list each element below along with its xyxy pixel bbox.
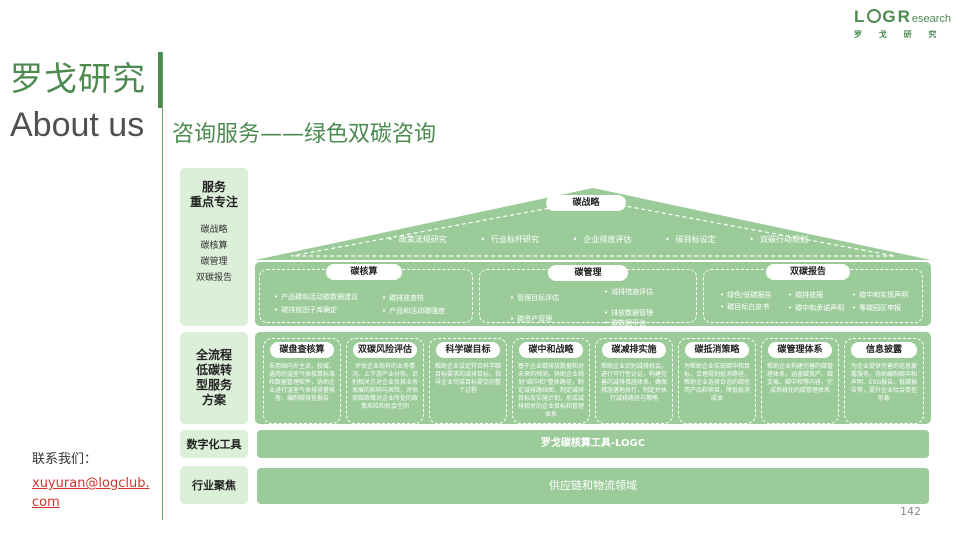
solution-desc: 基于企业碳排放数据和对未来的预测，协助企业规划"碳中和"整体路径，制定减排路线图…	[518, 363, 585, 418]
logo-subtitle: 罗 戈 研 究	[854, 30, 937, 39]
focus-item: 碳核算	[200, 241, 228, 251]
solution-column: 碳减排实施 帮助企业识别减排机会，进行可行性论证，构建完善的减排措施体系，确保措…	[595, 338, 673, 424]
solution-column: 碳管理体系 帮助企业构建完善的碳管理体系，涵盖碳资产、碳交易、碳中和等内容，完成…	[761, 338, 839, 424]
module-management-item: 碳数据平台	[604, 318, 646, 328]
module-accounting-item: 碳排放查核	[382, 293, 424, 303]
module-management-item: 管理目标评估	[510, 293, 559, 303]
solution-label: 碳抵消策略	[685, 342, 749, 358]
solution-desc: 帮助企业构建完善的碳管理体系，涵盖碳资产、碳交易、碳中和等内容，完成系统化的碳管…	[767, 363, 834, 394]
sidebar-digital: 数字化工具	[180, 430, 248, 458]
module-report-label: 双碳报告	[766, 264, 850, 280]
module-accounting-item: 产品和活动碳强度	[382, 306, 445, 316]
sidebar-industry-title: 行业聚焦	[192, 478, 236, 492]
solution-label: 碳管理体系	[768, 342, 832, 358]
sidebar-focus-items: 碳战略 碳核算 碳管理 双碳报告	[196, 222, 232, 286]
module-report-item: 碳中和实现声明	[852, 290, 908, 300]
solution-label: 双碳风险评估	[353, 342, 417, 358]
module-management-item: 排放数据管理	[604, 308, 653, 318]
module-management-item: 减排措施评估	[604, 287, 653, 297]
module-report-item: 绿色/低碳报告	[720, 290, 771, 300]
module-report-item: 碳目标白皮书	[720, 302, 769, 312]
solution-desc: 为帮助企业实现碳中和目标，合理规划抵消路径，帮助企业选择合适的碳信用产品和项目，…	[684, 363, 751, 402]
module-accounting-label: 碳核算	[326, 264, 402, 280]
solution-label: 信息披露	[851, 342, 917, 358]
solution-desc: 采用国内外主流、权威、通用的温室气体核算标准和数据管理软件，协助企业进行温室气体…	[269, 363, 336, 402]
industry-focus-bar: 供应链和物流领域	[257, 468, 929, 504]
globe-icon	[867, 9, 882, 23]
sidebar-industry: 行业聚焦	[180, 466, 248, 504]
roof-item: 企业排放评估	[573, 234, 631, 245]
focus-item: 双碳报告	[195, 273, 232, 283]
roof-item: 行业标杆研究	[480, 234, 539, 245]
solution-column: 科学碳目标 帮助企业设定符合科学碳目标要求的减排目标，指导企业完成目标提交的整个…	[429, 338, 507, 424]
sidebar-process-title: 全流程 低碳转 型服务 方案	[195, 348, 232, 407]
module-report-item: 零碳园区申报	[852, 303, 901, 313]
solution-column: 碳抵消策略 为帮助企业实现碳中和目标，合理规划抵消路径，帮助企业选择合适的碳信用…	[678, 338, 756, 424]
sidebar-digital-title: 数字化工具	[186, 437, 242, 451]
contact-email-link[interactable]: xuyuran@logclub.com	[32, 476, 150, 510]
solution-label: 碳减排实施	[602, 342, 666, 358]
solution-column: 双碳风险评估 评估企业现有的业务情况、上下游产业分布，识别相关方对企业及其业务发…	[346, 338, 424, 424]
focus-item: 碳战略	[200, 225, 228, 235]
roof-item: 双碳行动规划	[749, 234, 808, 245]
solution-label: 碳盘查核算	[270, 342, 334, 358]
roof-item: 碳目标设定	[665, 234, 716, 245]
title-accent-bar	[158, 52, 162, 108]
roof-items: 政策法规研究 行业标杆研究 企业排放评估 碳目标设定 双碳行动规划	[388, 234, 808, 245]
solution-label: 碳中和战略	[519, 342, 583, 358]
solution-column: 碳盘查核算 采用国内外主流、权威、通用的温室气体核算标准和数据管理软件，协助企业…	[263, 338, 341, 424]
focus-item: 碳管理	[200, 257, 228, 267]
page-title-cn: 罗戈研究	[10, 59, 146, 98]
module-accounting-item: 碳排放因子库确定	[274, 305, 337, 315]
solution-label: 科学碳目标	[436, 342, 500, 358]
roof-label-carbon-strategy: 碳战略	[546, 195, 626, 211]
sidebar-focus-title: 服务 重点专注	[189, 180, 238, 209]
module-report-item: 碳排放报	[788, 290, 823, 300]
sidebar-process: 全流程 低碳转 型服务 方案	[180, 332, 248, 424]
page-subtitle: 咨询服务——绿色双碳咨询	[172, 122, 437, 147]
digital-tool-bar: 罗戈碳核算工具-LOGC	[257, 430, 929, 458]
module-report-item: 碳中和承诺声明	[788, 303, 844, 313]
page-number: 142	[900, 505, 921, 518]
sidebar-focus: 服务 重点专注 碳战略 碳核算 碳管理 双碳报告	[180, 168, 248, 326]
solution-desc: 为企业提供完善的信息披露服务，协助编制碳中和声明、ESG报告、低碳报告等，提升企…	[850, 363, 918, 402]
solution-desc: 帮助企业设定符合科学碳目标要求的减排目标，指导企业完成目标提交的整个过程	[435, 363, 502, 394]
solution-desc: 评估企业现有的业务情况、上下游产业分布，识别相关方对企业及其业务发展的影响与风险…	[352, 363, 419, 410]
module-management-item: 碳资产管理	[510, 314, 552, 324]
page-title-en: About us	[10, 106, 145, 144]
solution-column: 碳中和战略 基于企业碳排放数据和对未来的预测，协助企业规划"碳中和"整体路径，制…	[512, 338, 590, 424]
solution-desc: 帮助企业识别减排机会，进行可行性论证，构建完善的减排措施体系，确保措施落地执行，…	[601, 363, 668, 402]
module-accounting-item: 产品碳和活动碳数据建议	[274, 292, 358, 302]
solution-column: 信息披露 为企业提供完善的信息披露服务，协助编制碳中和声明、ESG报告、低碳报告…	[844, 338, 924, 424]
vertical-divider	[162, 52, 163, 520]
roof-item: 政策法规研究	[388, 234, 447, 245]
module-management-label: 碳管理	[548, 265, 628, 281]
contact-label: 联系我们：	[32, 452, 98, 467]
